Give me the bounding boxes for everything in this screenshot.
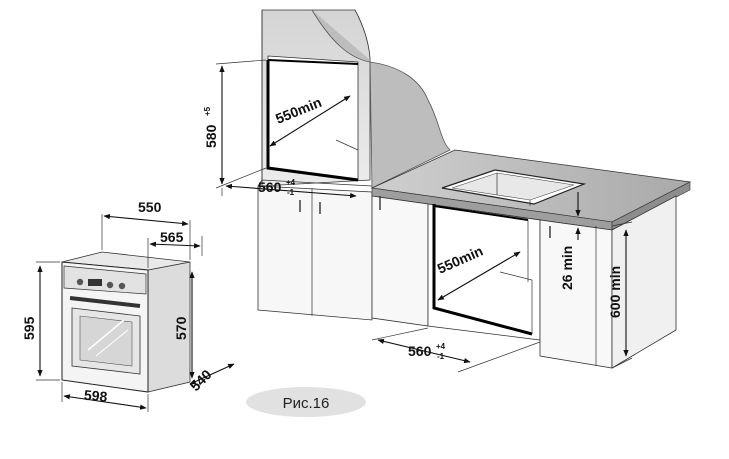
- wall-niche-width-label: 560: [258, 179, 282, 195]
- counter-height-label: 600 min: [607, 266, 623, 318]
- oven-height-label: 595: [21, 316, 37, 340]
- counter-unit: [370, 149, 692, 369]
- oven-width-label: 598: [83, 387, 108, 405]
- oven-depth-total-label: 565: [160, 229, 184, 245]
- counter-niche-width-label: 560: [408, 343, 432, 359]
- wall-niche-height-tolerance: +5: [203, 106, 212, 116]
- oven-body-height-label: 570: [173, 316, 189, 340]
- wall-niche-height-label: 580: [203, 124, 219, 148]
- oven-depth-top-label: 550: [138, 199, 162, 215]
- oven-body-depth-label: 540: [187, 366, 215, 394]
- counter-niche-width-tol-minus: -1: [437, 352, 445, 361]
- wall-niche-width-tol-plus: +4: [286, 178, 296, 187]
- counter-niche-width-tol-plus: +4: [436, 342, 446, 351]
- oven: [61, 251, 191, 393]
- figure-caption: Рис.16: [246, 387, 366, 417]
- counter-gap-label: 26 min: [559, 246, 575, 290]
- dimension-lines: [36, 59, 633, 412]
- figure-caption-text: Рис.16: [283, 395, 330, 412]
- wall-niche-width-tol-minus: -1: [287, 188, 295, 197]
